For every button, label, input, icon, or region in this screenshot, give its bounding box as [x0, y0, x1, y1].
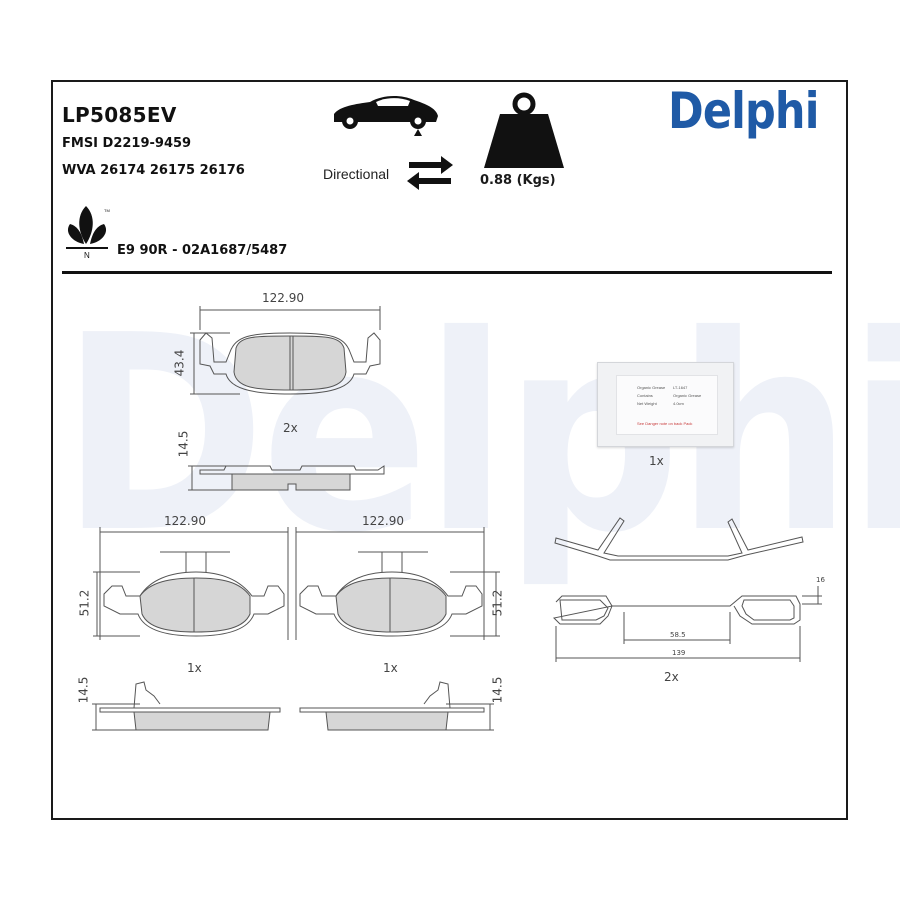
rear-pad-quantity: 2x	[283, 421, 298, 435]
eco-leaf-icon: N TM	[66, 206, 110, 260]
directional-arrows-icon	[407, 156, 453, 190]
directional-label: Directional	[323, 166, 390, 182]
front-pad-left-width-label: 122.90	[164, 514, 206, 528]
packet-line2-label: Contains	[637, 393, 653, 398]
part-number: LP5085EV	[62, 103, 177, 127]
front-pad-right-quantity: 1x	[383, 661, 398, 675]
clip-height-label: 16	[816, 576, 825, 584]
wva-codes: WVA 26174 26175 26176	[62, 163, 245, 178]
front-pad-left-quantity: 1x	[187, 661, 202, 675]
approval-code: E9 90R - 02A1687/5487	[117, 243, 288, 258]
weight-value: 0.88 (Kgs)	[480, 173, 556, 188]
packet-line3-label: Net Weight	[637, 401, 657, 406]
eco-badge-letter: N	[84, 251, 90, 260]
packet-line3-value: 4.0cm	[673, 401, 684, 406]
header-divider	[62, 271, 832, 274]
packet-line1-value: LT-1647	[673, 385, 688, 390]
packet-warning: See Danger note on back Pack	[637, 421, 693, 426]
packet-line1-label: Organic Grease	[637, 385, 666, 390]
brand-logo: Delphi	[668, 82, 819, 140]
packet-line2-value: Organic Grease	[673, 393, 702, 398]
weight-icon	[484, 92, 564, 168]
fmsi-code: FMSI D2219-9459	[62, 136, 192, 151]
grease-packet-quantity: 1x	[649, 454, 664, 468]
clip-overall-width-label: 139	[672, 649, 686, 657]
drawing-frame	[51, 80, 848, 820]
eco-badge-tm: TM	[104, 208, 110, 213]
spring-clip-quantity: 2x	[664, 670, 679, 684]
rear-pad-width-label: 122.90	[262, 291, 304, 305]
grease-packet-image: Organic Grease LT-1647 Contains Organic …	[597, 362, 734, 447]
clip-inner-width-label: 58.5	[670, 631, 686, 639]
front-pad-right-width-label: 122.90	[362, 514, 404, 528]
car-sensor-icon	[334, 96, 438, 136]
